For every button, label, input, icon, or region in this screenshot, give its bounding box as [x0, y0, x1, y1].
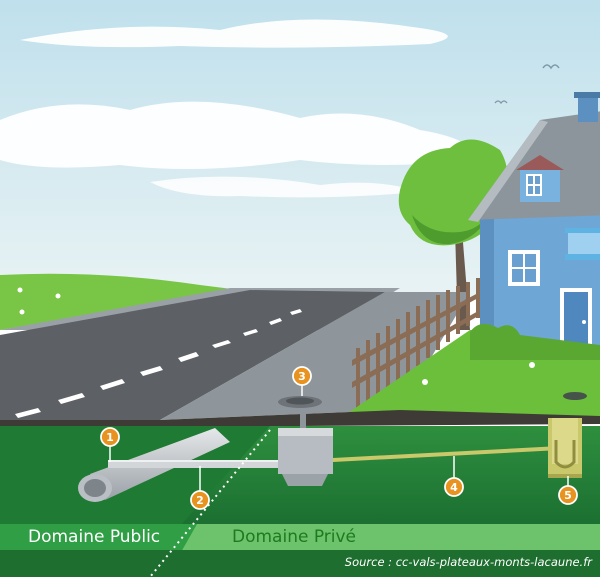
garden-fence [352, 278, 480, 408]
private-drain-pipe [333, 446, 560, 462]
private-inspection-box [548, 418, 582, 478]
cloud-middle [0, 101, 472, 169]
flower [529, 362, 535, 368]
marker-2: 2 [190, 490, 210, 510]
flower [17, 287, 23, 293]
property-boundary-line [149, 429, 271, 577]
public-manhole-rim [286, 397, 314, 405]
marker-5: 5 [558, 485, 578, 505]
source-caption: Source : cc-vals-plateaux-monts-lacaune.… [344, 555, 592, 569]
marker-leaders [109, 385, 569, 492]
flower [19, 309, 25, 315]
legend-band-public [0, 524, 197, 554]
grass-field [0, 273, 240, 330]
public-sewer-pipe-bore [84, 479, 106, 497]
marker-1-number: 1 [106, 431, 114, 444]
bird-icon [494, 100, 508, 105]
marker-3: 3 [292, 366, 312, 386]
house [468, 92, 600, 360]
caption-band [0, 550, 600, 577]
legend-private-domain: Domaine Privé [232, 527, 357, 547]
marker-3-number: 3 [298, 370, 306, 383]
marker-5-number: 5 [564, 489, 572, 502]
flower [422, 379, 428, 385]
flower [55, 293, 61, 299]
tree-foliage-shade [412, 210, 492, 245]
marker-4: 4 [444, 477, 464, 497]
cloud-low [150, 176, 420, 198]
branch-pipe [108, 460, 283, 468]
private-inspection-cover [563, 392, 587, 400]
bird-icon [542, 64, 560, 70]
marker-2-number: 2 [196, 494, 204, 507]
marker-4-number: 4 [450, 481, 458, 494]
connection-chamber [278, 412, 333, 486]
lane-markings [15, 309, 302, 418]
legend-public-domain: Domaine Public [28, 527, 161, 547]
marker-1: 1 [100, 427, 120, 447]
cloud-top [20, 19, 448, 48]
